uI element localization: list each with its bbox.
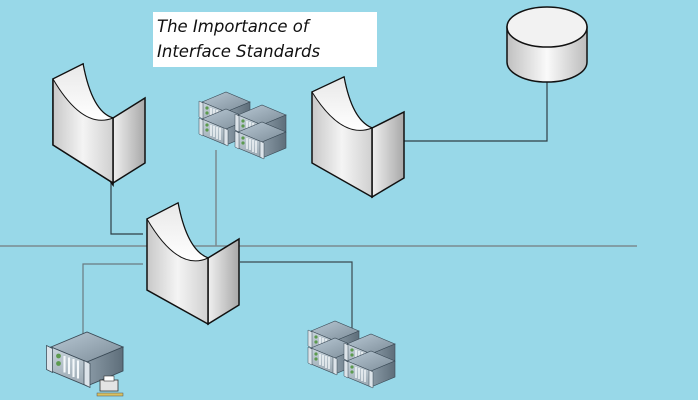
link-switch-top-left-to-center [110, 183, 143, 235]
database-icon[interactable] [506, 6, 588, 83]
printer-icon [96, 375, 124, 397]
server-stack-top-icon[interactable] [199, 92, 286, 159]
title-line-1: The Importance of [157, 17, 309, 36]
link-center-to-server-stack-bottom [240, 261, 353, 330]
switch-center-icon[interactable] [146, 201, 240, 326]
link-switch-top-right-to-database [404, 82, 548, 142]
switch-top-left-icon[interactable] [52, 62, 146, 188]
diagram-title: The Importance of Interface Standards [157, 14, 320, 64]
link-center-to-server-bottom-left [82, 263, 143, 345]
server-stack-bottom-icon[interactable] [308, 321, 395, 388]
connections [0, 82, 637, 345]
switch-top-right-icon[interactable] [311, 75, 405, 199]
title-line-2: Interface Standards [157, 42, 321, 61]
title-box: The Importance of Interface Standards [153, 12, 377, 67]
